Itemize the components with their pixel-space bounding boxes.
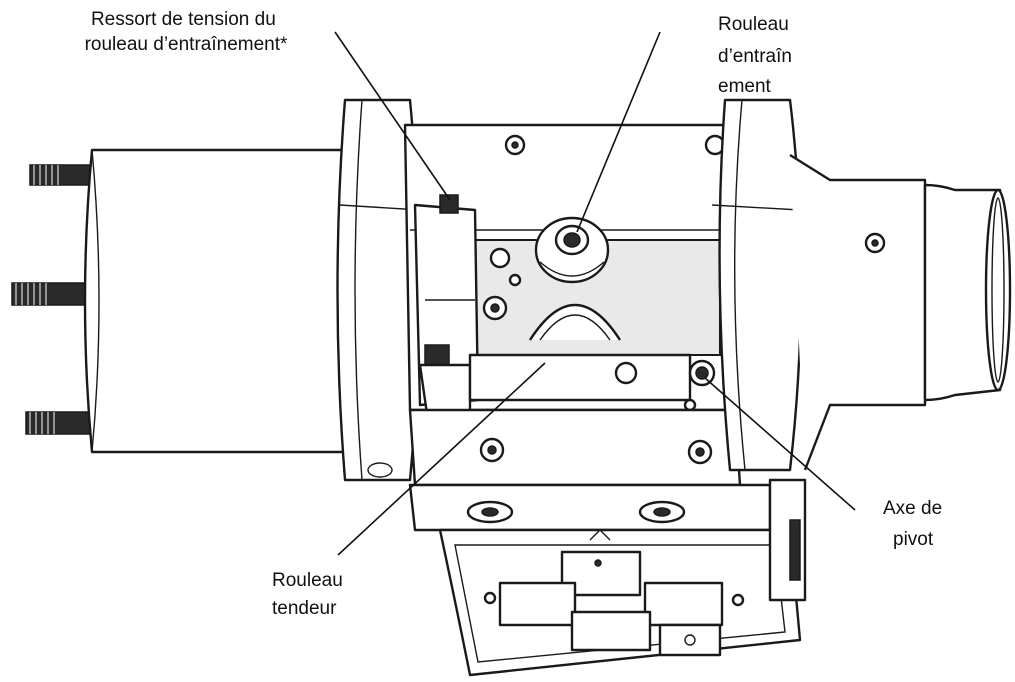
- leader-tension-roller: [337, 362, 546, 556]
- base-plate: [408, 483, 772, 532]
- label-pivot-axis: Axe de pivot: [883, 498, 947, 550]
- leader-drive-roller: [576, 31, 661, 233]
- left-flange: [336, 98, 421, 482]
- label-tension-roller: Rouleau tendeur: [272, 570, 348, 619]
- lower-front-block: [408, 408, 742, 487]
- right-flange: [711, 98, 807, 602]
- label-drive-roller: Rouleau d’entraîn ement: [718, 14, 797, 97]
- motor-housing: [11, 148, 352, 454]
- drive-roller: [534, 216, 610, 284]
- tension-spring-bracket: [413, 194, 480, 437]
- control-panel-housing: [438, 528, 802, 677]
- threaded-stud-top: [29, 164, 93, 186]
- leader-tension-spring: [334, 31, 451, 201]
- label-tension-spring: Ressort de tension du rouleau d’entraîne…: [85, 9, 288, 55]
- tension-roller: [468, 353, 716, 412]
- outlet-tube: [789, 153, 1012, 471]
- threaded-stud-middle: [11, 282, 91, 306]
- leader-pivot-axis: [704, 377, 856, 511]
- threaded-stud-bottom: [25, 411, 93, 435]
